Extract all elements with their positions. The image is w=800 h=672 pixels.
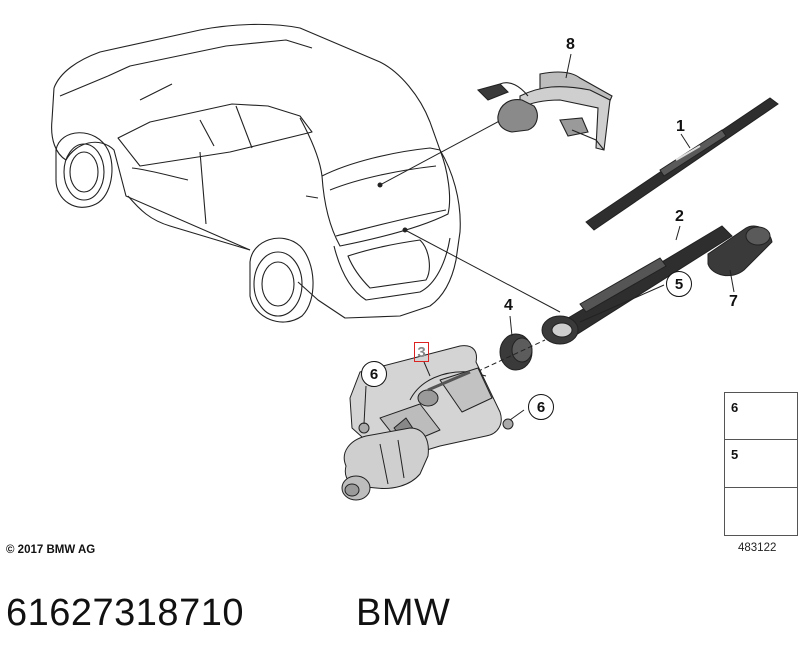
part-4-grommet [499,333,533,371]
callout-6a-circled: 6 [361,361,387,387]
callout-6a: 6 [369,365,379,383]
leader-8 [565,53,572,79]
leader-4 [509,315,513,337]
leader-2 [675,225,681,241]
legend-cell-nut: 5 [725,439,797,488]
leader-shaft [469,339,546,376]
part-1-wiper-blade [585,97,779,231]
leader-3 [423,361,431,377]
hardware-legend: 6 5 [724,392,798,536]
leader-6a [363,385,367,425]
part-8-harness [476,71,613,151]
part-2-wiper-arm [541,225,733,345]
part-3-wiper-motor [341,345,514,501]
legend-label-6: 6 [731,400,739,415]
car-outline [51,23,461,323]
callout-3: 3 [417,343,426,361]
callout-1: 1 [676,118,685,135]
callout-3-highlight-box: 3 [414,342,429,362]
callout-7: 7 [729,293,738,310]
leader-1 [680,133,691,149]
callout-8: 8 [566,36,575,53]
leader-7 [729,269,735,293]
leader-6b [509,409,525,421]
legend-cell-bolt: 6 [725,393,797,440]
brand-name: BMW [356,592,451,634]
callout-6b-circled: 6 [528,394,554,420]
image-number: 483122 [738,542,777,554]
callout-4: 4 [504,297,513,314]
callout-5-circled: 5 [666,271,692,297]
leader-lines [377,117,561,313]
callout-2: 2 [675,208,684,225]
leader-5 [579,284,665,323]
legend-label-5: 5 [731,447,739,462]
copyright-text: © 2017 BMW AG [6,544,96,556]
callout-5: 5 [674,275,684,293]
part-number: 61627318710 [6,592,244,634]
part-7-cap [707,225,773,277]
callout-6b: 6 [536,398,546,416]
